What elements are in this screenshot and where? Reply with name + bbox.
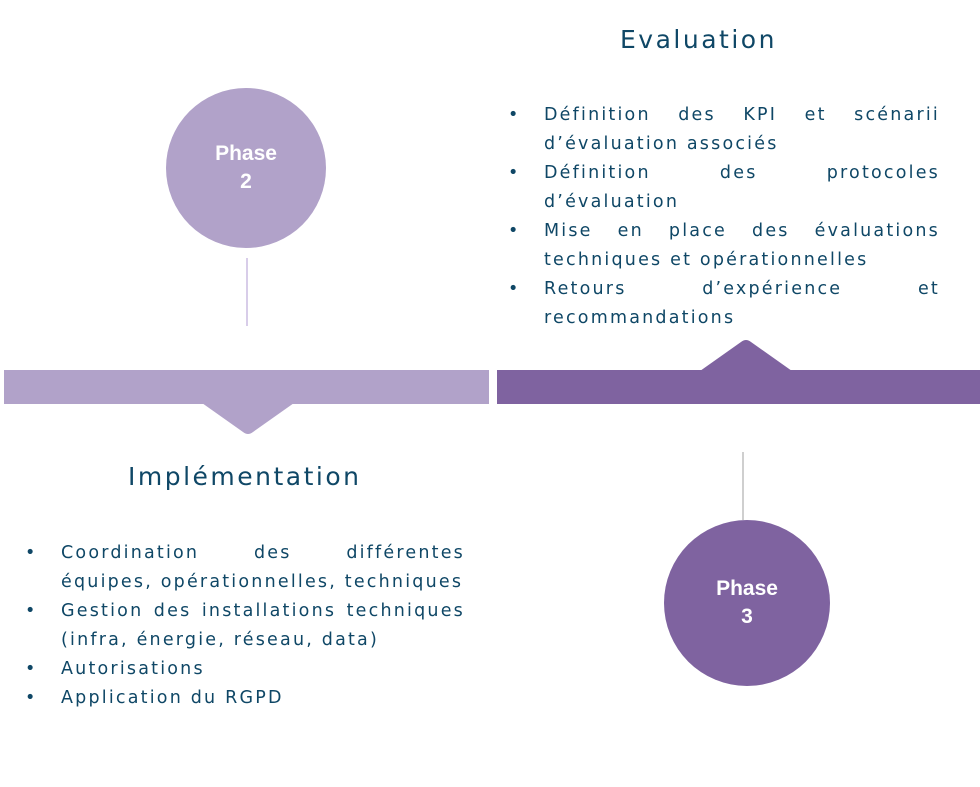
- implementation-list-item: • Coordination des différentes équipes, o…: [25, 539, 465, 597]
- implementation-list-item: • Gestion des installations techniques (i…: [25, 597, 465, 655]
- evaluation-list: • Définition des KPI et scénarii d’évalua…: [508, 101, 940, 333]
- evaluation-item-text: Définition des KPI et scénarii d’évaluat…: [544, 105, 940, 154]
- implementation-item-text: Autorisations: [61, 659, 205, 679]
- implementation-item-text: Gestion des installations techniques (in…: [61, 601, 465, 650]
- evaluation-list-item: • Mise en place des évaluations technique…: [508, 217, 940, 275]
- phase-2-label-line2: 2: [240, 170, 252, 193]
- evaluation-item-text: Mise en place des évaluations techniques…: [544, 221, 940, 270]
- evaluation-list-item: • Définition des KPI et scénarii d’évalua…: [508, 101, 940, 159]
- bullet-icon: •: [25, 543, 38, 563]
- implementation-list-item: • Autorisations: [25, 655, 465, 684]
- bullet-icon: •: [25, 659, 38, 679]
- evaluation-item-text: Retours d’expérience et recommandations: [544, 279, 940, 328]
- phase-3-arrow-up-icon: [700, 340, 792, 371]
- phase-3-label-line2: 3: [741, 605, 753, 628]
- bullet-icon: •: [508, 163, 521, 183]
- phase-2-connector-line: [246, 258, 248, 326]
- implementation-list: • Coordination des différentes équipes, o…: [25, 539, 465, 713]
- implementation-item-text: Coordination des différentes équipes, op…: [61, 543, 465, 592]
- evaluation-list-item: • Retours d’expérience et recommandations: [508, 275, 940, 333]
- bullet-icon: •: [508, 279, 521, 299]
- phase-3-connector-line: [742, 452, 744, 520]
- bullet-icon: •: [508, 221, 521, 241]
- phase-2-timeline-band: [4, 370, 489, 404]
- phase-3-timeline-band: [497, 370, 980, 404]
- implementation-list-item: • Application du RGPD: [25, 684, 465, 713]
- implementation-item-text: Application du RGPD: [61, 688, 284, 708]
- evaluation-list-item: • Définition des protocoles d’évaluation: [508, 159, 940, 217]
- bullet-icon: •: [25, 688, 38, 708]
- phase-2-circle: Phase 2: [166, 88, 326, 248]
- phase-2-arrow-down-icon: [202, 403, 294, 434]
- phase-3-label-line1: Phase: [716, 577, 778, 600]
- phase-2-label-line1: Phase: [215, 142, 277, 165]
- evaluation-heading: Evaluation: [620, 25, 777, 54]
- bullet-icon: •: [508, 105, 521, 125]
- bullet-icon: •: [25, 601, 38, 621]
- evaluation-item-text: Définition des protocoles d’évaluation: [544, 163, 940, 212]
- phase-3-circle: Phase 3: [664, 520, 830, 686]
- implementation-heading: Implémentation: [128, 462, 362, 491]
